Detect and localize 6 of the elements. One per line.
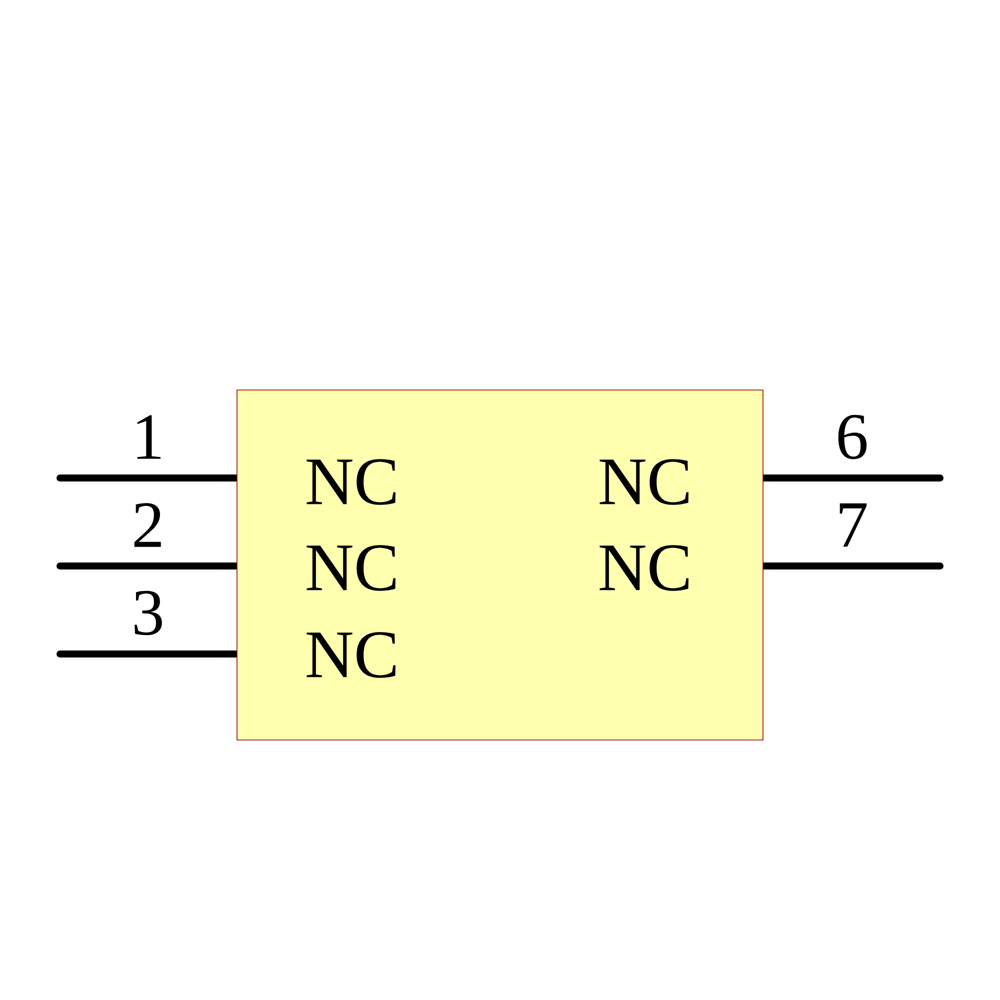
pin-number: 7 xyxy=(840,503,867,547)
component-body: NC NC NC NC NC xyxy=(236,390,764,740)
pin-number: 6 xyxy=(838,414,867,460)
pin-number: 1 xyxy=(137,415,161,459)
pin-number: 2 xyxy=(134,503,161,547)
pin-number: 3 xyxy=(134,590,162,636)
